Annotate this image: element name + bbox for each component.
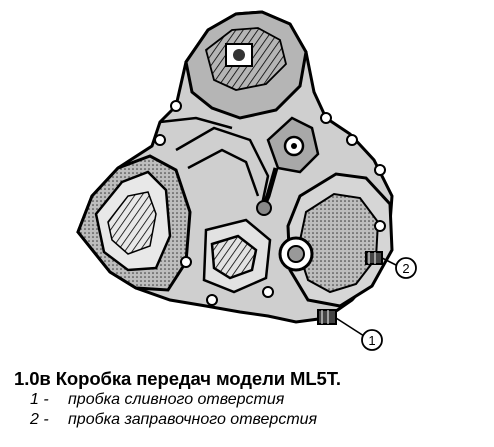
- callout-2: 2: [395, 257, 417, 279]
- caption-title: 1.0в Коробка передач модели ML5T.: [14, 368, 341, 389]
- gearbox-illustration: 2 1: [76, 10, 417, 351]
- figure-caption: 1.0в Коробка передач модели ML5T. 1 - пр…: [14, 368, 484, 430]
- callout-2-leader: [381, 257, 399, 267]
- legend-item-2-number: 2 -: [30, 411, 49, 428]
- callout-1-leader: [335, 317, 365, 337]
- legend-item-1-number: 1 -: [30, 391, 49, 408]
- fill-plug: [365, 251, 383, 265]
- housing-bolts: [154, 100, 386, 306]
- legend-item-1: 1 - пробка сливного отверстия: [30, 390, 484, 410]
- legend-item-2-text: пробка заправочного отверстия: [68, 411, 318, 428]
- gearbox-drawing: 2 1: [76, 10, 417, 351]
- selector-lever: [256, 116, 320, 216]
- callout-1-label: 1: [368, 333, 375, 348]
- legend-item-2: 2 - пробка заправочного отверстия: [30, 410, 484, 430]
- drain-plug: [317, 309, 337, 325]
- housing-ribs: [159, 116, 272, 294]
- callout-2-label: 2: [402, 261, 409, 276]
- callout-1: 1: [361, 329, 383, 351]
- legend-item-1-text: пробка сливного отверстия: [68, 391, 285, 408]
